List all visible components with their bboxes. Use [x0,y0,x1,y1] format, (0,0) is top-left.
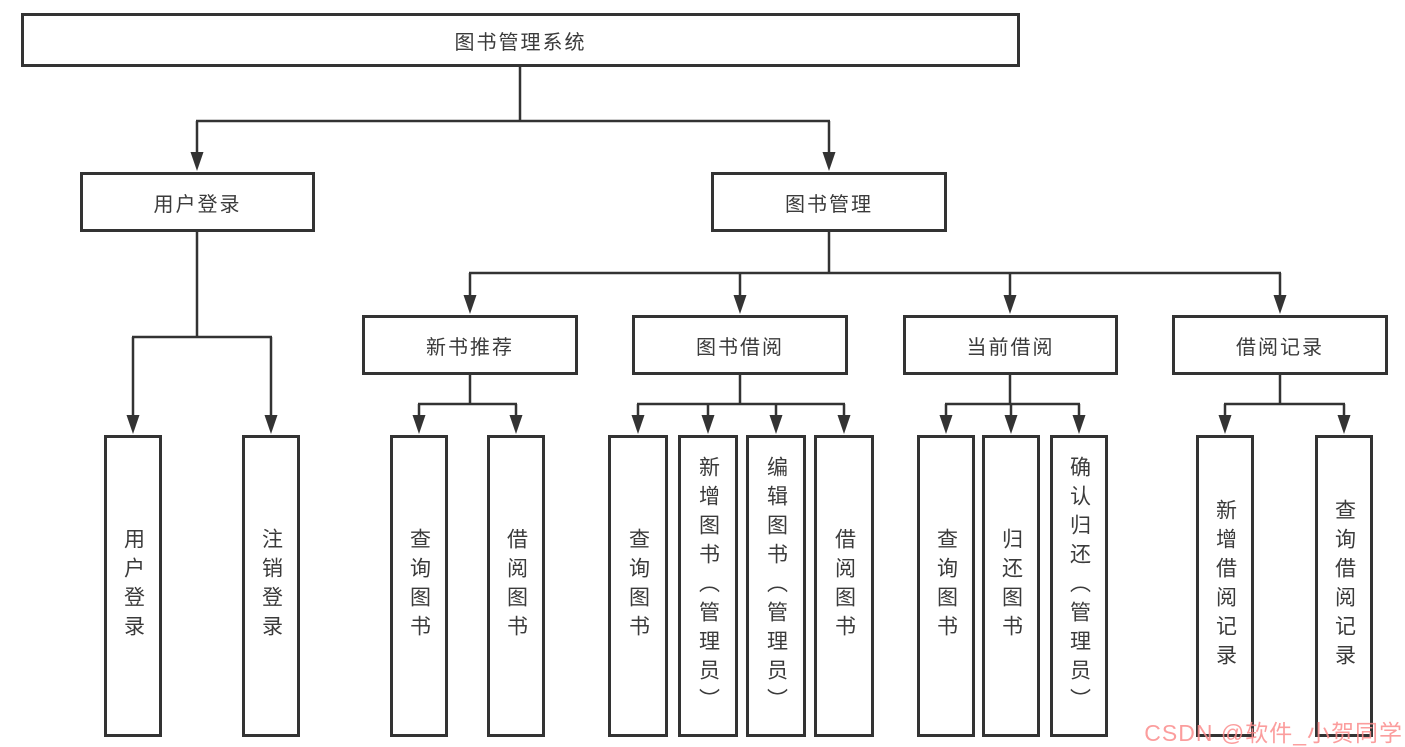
leaf-user-login: 用户登录 [104,435,162,737]
leaf-confirm-return-admin: 确认归还（管理员） [1050,435,1108,737]
leaf-add-book-admin: 新增图书（管理员） [678,435,738,737]
leaf-query-books-recommend: 查询图书 [390,435,448,737]
node-current-borrowing-label: 当前借阅 [966,336,1055,359]
leaf-edit-book-admin: 编辑图书（管理员） [746,435,806,737]
node-book-borrowing: 图书借阅 [632,315,848,375]
node-book-borrowing-label: 图书借阅 [696,336,784,359]
leaf-add-borrow-record-label: 新增借阅记录 [1213,499,1237,673]
leaf-borrow-books-label: 借阅图书 [832,528,856,644]
leaf-borrow-books: 借阅图书 [814,435,874,737]
leaf-borrow-books-recommend: 借阅图书 [487,435,545,737]
leaf-query-borrow-record: 查询借阅记录 [1315,435,1373,737]
leaf-add-book-admin-label: 新增图书（管理员） [696,455,720,717]
csdn-watermark: CSDN @软件_小贺同学 [1144,720,1403,746]
leaf-edit-book-admin-label: 编辑图书（管理员） [764,455,788,717]
leaf-query-books-current: 查询图书 [917,435,975,737]
leaf-confirm-return-admin-label: 确认归还（管理员） [1067,455,1091,717]
leaf-return-book-label: 归还图书 [999,528,1023,644]
leaf-query-books-borrowing: 查询图书 [608,435,668,737]
node-current-borrowing: 当前借阅 [903,315,1118,375]
leaf-return-book: 归还图书 [982,435,1040,737]
node-new-book-recommendation: 新书推荐 [362,315,578,375]
node-user-login: 用户登录 [80,172,315,232]
leaf-logout-label: 注销登录 [259,528,283,644]
leaf-user-login-label: 用户登录 [121,528,145,644]
leaf-query-books-borrowing-label: 查询图书 [626,528,650,644]
leaf-add-borrow-record: 新增借阅记录 [1196,435,1254,737]
node-book-management: 图书管理 [711,172,947,232]
node-borrowing-records: 借阅记录 [1172,315,1388,375]
node-new-book-recommendation-label: 新书推荐 [426,336,514,359]
leaf-borrow-books-recommend-label: 借阅图书 [504,528,528,644]
node-user-login-label: 用户登录 [153,193,242,216]
node-book-management-label: 图书管理 [785,193,873,216]
leaf-query-borrow-record-label: 查询借阅记录 [1332,499,1356,673]
node-root-library-management-system: 图书管理系统 [21,13,1020,67]
leaf-logout: 注销登录 [242,435,300,737]
node-root-label: 图书管理系统 [454,31,587,54]
arrowhead-icons [126,152,1351,434]
leaf-query-books-current-label: 查询图书 [934,528,958,644]
leaf-query-books-recommend-label: 查询图书 [407,528,431,644]
node-borrowing-records-label: 借阅记录 [1236,336,1324,359]
